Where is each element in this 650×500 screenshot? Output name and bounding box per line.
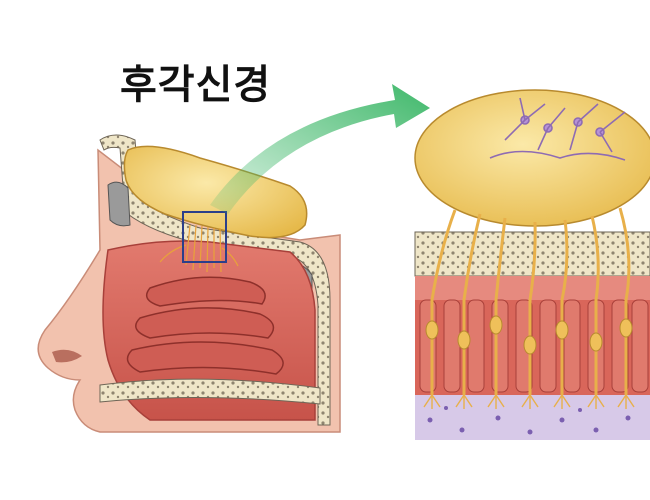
curved-arrow-icon	[210, 84, 430, 214]
nasal-cavity-section	[38, 135, 340, 432]
magnified-epithelium-section	[415, 90, 650, 440]
olfactory-bulb-magnified	[415, 90, 650, 226]
frontal-sinus	[108, 182, 130, 226]
mucus-layer	[415, 395, 650, 440]
